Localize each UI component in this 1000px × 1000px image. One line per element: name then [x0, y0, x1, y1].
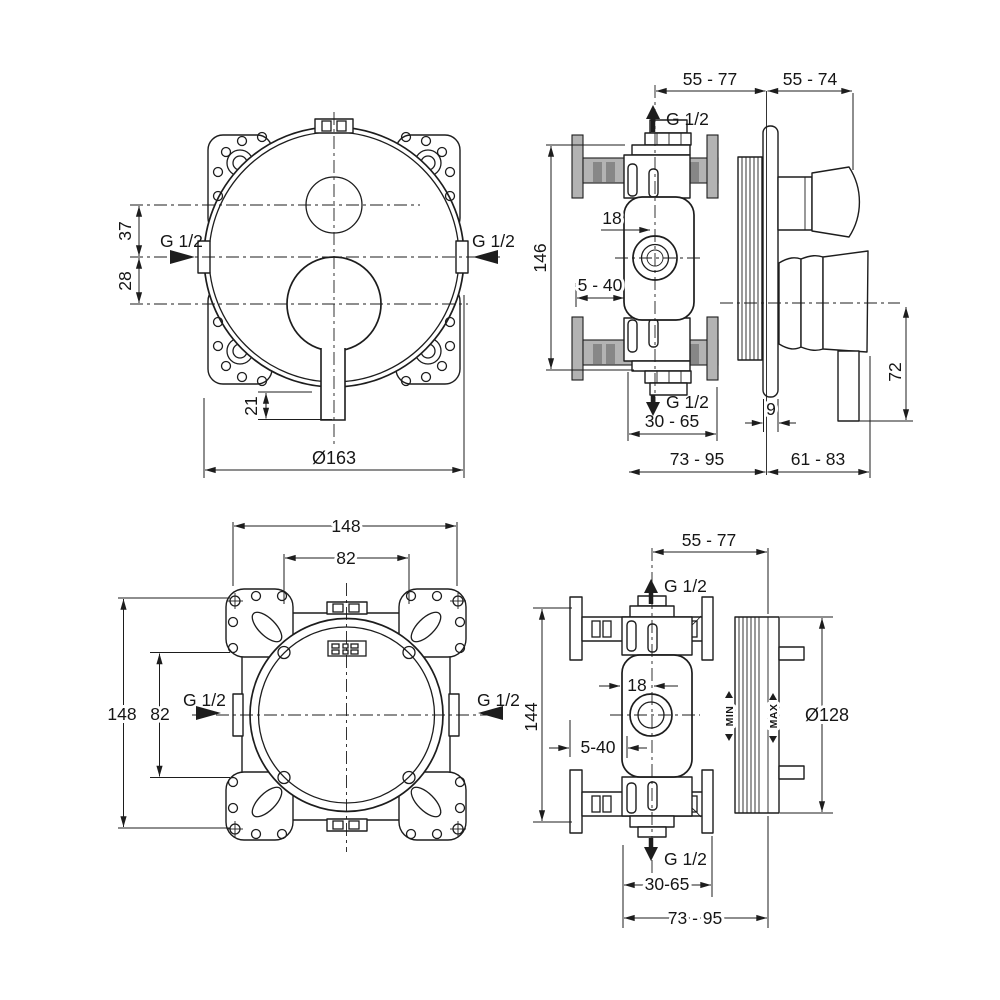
inlet-arrow-down [646, 402, 660, 416]
rough-inlet-label-right: G 1/2 [477, 690, 520, 710]
rough-inlet-arrow-up [644, 579, 658, 593]
dim-5-40-label: 5 - 40 [578, 275, 623, 295]
lever-handle-side [778, 250, 869, 422]
rough-inlet-label-bottom: G 1/2 [664, 849, 707, 869]
view-side-trim: 55 - 77 55 - 74 G 1/2 146 18 5 - 40 30 -… [530, 69, 913, 478]
dimensions-side-rough: 55 - 77 G 1/2 144 18 5-40 Ø128 G 1/2 30-… [521, 530, 852, 931]
dim-dia163-label: Ø163 [312, 448, 356, 468]
dim-146-label: 146 [530, 243, 550, 272]
view-front-trim: 37 28 21 Ø163 G 1/2 G 1/2 [115, 112, 515, 478]
rough-flow-arrow-left [196, 706, 221, 720]
rough-flow-arrow-right [478, 706, 503, 720]
inlet-arrow-up [646, 105, 660, 119]
dim-18-label: 18 [602, 208, 621, 228]
dim-82-top-label: 82 [336, 548, 355, 568]
valve-body-side [623, 119, 695, 396]
bottom-connector-tab [326, 818, 368, 832]
view-front-rough: 148 82 148 82 G 1/2 G 1/2 [104, 513, 520, 852]
rough-box-brackets [225, 588, 467, 841]
max-label: MAX [768, 704, 780, 729]
inlet-label-left: G 1/2 [160, 231, 203, 251]
view-side-rough: MIN MAX 55 - 77 G 1/2 144 18 5-40 Ø128 G… [521, 530, 852, 931]
rough-inlet-label-left: G 1/2 [183, 690, 226, 710]
dim-9-label: 9 [766, 399, 776, 419]
dimensions-front-trim: 37 28 21 Ø163 G 1/2 G 1/2 [115, 206, 515, 478]
handle-lever [320, 348, 346, 421]
dim-148-top-label: 148 [331, 516, 360, 536]
rough-bracket-holes [227, 590, 466, 840]
dim-55-77-label: 55 - 77 [683, 69, 737, 89]
inlet-label-top: G 1/2 [666, 109, 709, 129]
dim-28-label: 28 [115, 271, 135, 290]
dim-55-74-label: 55 - 74 [783, 69, 838, 89]
dim-18-rough-label: 18 [627, 675, 646, 695]
rough-inlet-label-top: G 1/2 [664, 576, 707, 596]
flow-arrow-right [473, 250, 498, 264]
dim-144-label: 144 [521, 702, 541, 731]
escutcheon-plate [762, 125, 779, 398]
dim-55-77-rough-label: 55 - 77 [682, 530, 736, 550]
dim-61-83-label: 61 - 83 [791, 449, 845, 469]
dim-37-label: 37 [115, 221, 135, 240]
diverter-knob-side [777, 166, 861, 238]
dim-73-95-rough-label: 73 - 95 [668, 908, 722, 928]
bracket-holes [212, 131, 456, 387]
top-connector-tab [326, 601, 368, 615]
center-label-block [327, 640, 367, 657]
dim-5-40-rough-label: 5-40 [580, 737, 615, 757]
dim-73-95-label: 73 - 95 [670, 449, 724, 469]
dim-148-left-label: 148 [107, 704, 136, 724]
inlet-label-right: G 1/2 [472, 231, 515, 251]
min-label: MIN [724, 706, 736, 727]
flow-arrow-left [170, 250, 195, 264]
threaded-sleeve [737, 156, 763, 361]
dim-21-label: 21 [241, 396, 261, 415]
protection-sleeve [734, 616, 805, 814]
dim-30-65-label: 30 - 65 [645, 411, 699, 431]
dim-dia128-label: Ø128 [805, 705, 849, 725]
rough-valve-body [621, 595, 693, 838]
dim-72-label: 72 [885, 362, 905, 381]
inlet-label-bottom: G 1/2 [666, 392, 709, 412]
dimensions-front-rough: 148 82 148 82 G 1/2 G 1/2 [104, 513, 520, 829]
depth-markers: MIN MAX [721, 691, 783, 743]
rough-inlet-arrow-down [644, 847, 658, 861]
dim-82-left-label: 82 [150, 704, 169, 724]
dim-30-65-rough-label: 30-65 [645, 874, 690, 894]
dimensions-side-trim: 55 - 77 55 - 74 G 1/2 146 18 5 - 40 30 -… [530, 69, 913, 478]
